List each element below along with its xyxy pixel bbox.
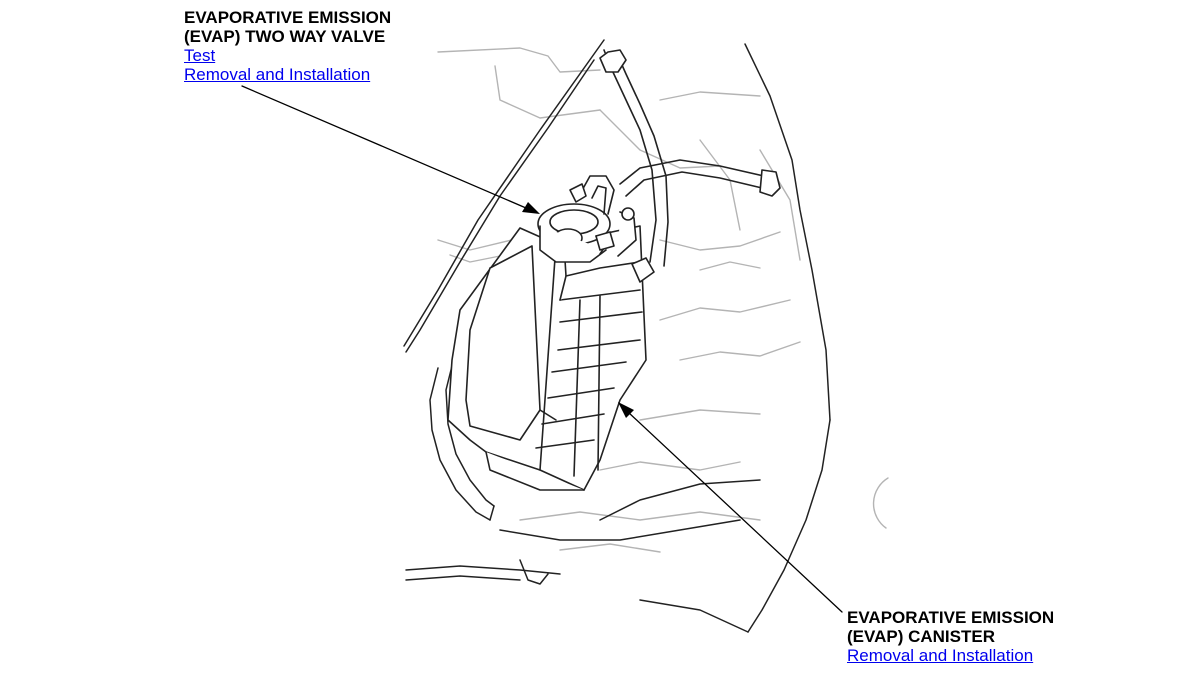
canister-callout: EVAPORATIVE EMISSION (EVAP) CANISTER Rem…: [847, 608, 1054, 665]
canister-title-line2: (EVAP) CANISTER: [847, 627, 995, 646]
evap-hoses: [569, 49, 781, 283]
evap-two-way-valve: [537, 203, 637, 263]
evap-canister: [447, 225, 647, 491]
canister-title-line1: EVAPORATIVE EMISSION: [847, 608, 1055, 627]
valve-callout: EVAPORATIVE EMISSION (EVAP) TWO WAY VALV…: [184, 8, 391, 84]
body-structure: [403, 39, 831, 633]
valve-removal-installation-link[interactable]: Removal and Installation: [184, 65, 371, 84]
canister-removal-installation-link[interactable]: Removal and Installation: [847, 646, 1034, 665]
canister-leader-line: [618, 402, 843, 613]
valve-leader-line: [241, 85, 540, 214]
valve-title-line2: (EVAP) TWO WAY VALVE: [184, 27, 386, 46]
valve-title-line1: EVAPORATIVE EMISSION: [184, 8, 392, 27]
valve-test-link[interactable]: Test: [184, 46, 216, 65]
